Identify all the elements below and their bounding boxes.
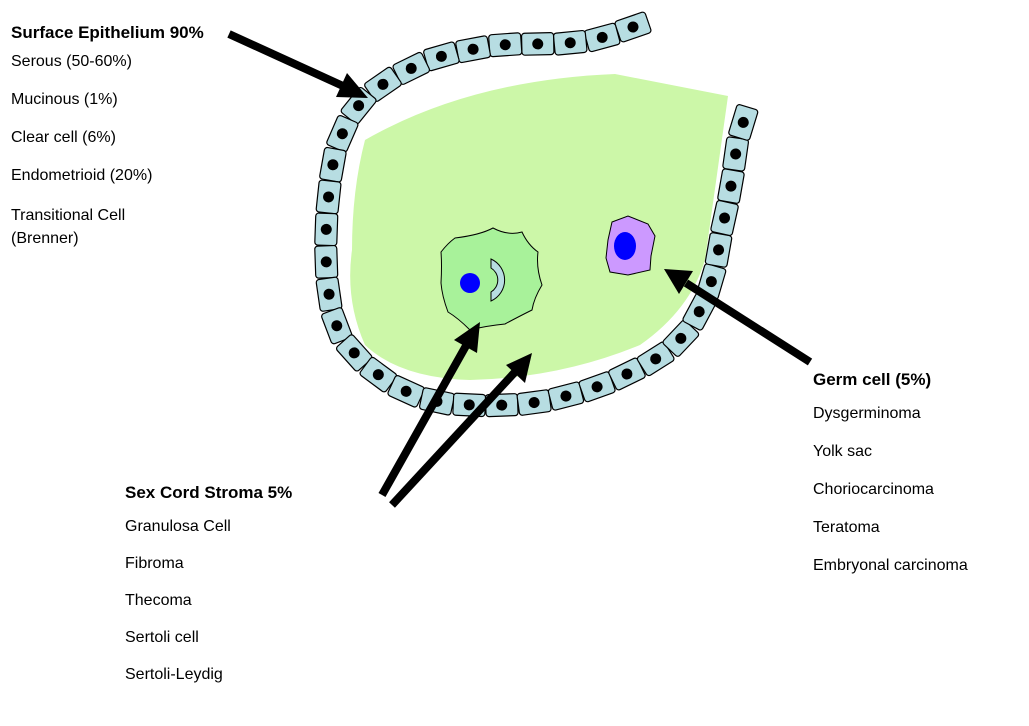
list-item: Dysgerminoma bbox=[813, 404, 1028, 423]
list-item: Transitional Cell (Brenner) bbox=[11, 204, 181, 250]
epithelial-cell bbox=[489, 33, 522, 57]
germ-cell-list: Dysgerminoma Yolk sac Choriocarcinoma Te… bbox=[813, 404, 1028, 575]
list-item: Teratoma bbox=[813, 518, 1028, 537]
list-item: Mucinous (1%) bbox=[11, 90, 221, 109]
epithelial-cell bbox=[316, 180, 341, 214]
list-item: Sertoli-Leydig bbox=[125, 665, 355, 684]
list-item: Granulosa Cell bbox=[125, 517, 355, 536]
epithelial-cell bbox=[315, 213, 338, 246]
list-item: Serous (50-60%) bbox=[11, 52, 221, 71]
list-item: Thecoma bbox=[125, 591, 355, 610]
epithelial-cell bbox=[455, 35, 491, 63]
epithelial-cell bbox=[316, 277, 342, 312]
surface-epithelium-label: Surface Epithelium 90% Serous (50-60%) M… bbox=[11, 20, 221, 269]
epithelial-cell bbox=[584, 23, 621, 53]
list-item: Sertoli cell bbox=[125, 628, 355, 647]
epithelial-cell bbox=[722, 137, 748, 172]
list-item: Fibroma bbox=[125, 554, 355, 573]
list-item: Endometrioid (20%) bbox=[11, 166, 221, 185]
epithelial-cell bbox=[710, 200, 738, 236]
epithelial-cell bbox=[522, 33, 554, 56]
epithelial-cell bbox=[728, 104, 758, 141]
germ-cell-label: Germ cell (5%) Dysgerminoma Yolk sac Cho… bbox=[813, 367, 1028, 594]
epithelial-cell bbox=[717, 168, 744, 203]
germ-cell-nucleus bbox=[614, 232, 636, 260]
sex-cord-stroma-list: Granulosa Cell Fibroma Thecoma Sertoli c… bbox=[125, 517, 355, 684]
epithelial-cell bbox=[553, 30, 587, 55]
sex-cord-stroma-title: Sex Cord Stroma 5% bbox=[125, 480, 340, 505]
list-item: Choriocarcinoma bbox=[813, 480, 1028, 499]
epithelial-cell bbox=[319, 147, 346, 182]
sex-cord-stroma-label: Sex Cord Stroma 5% Granulosa Cell Fibrom… bbox=[125, 480, 355, 702]
epithelial-cell bbox=[705, 232, 732, 267]
epithelial-cell bbox=[517, 390, 552, 416]
epithelial-cell bbox=[614, 11, 651, 42]
epithelial-cell bbox=[548, 381, 584, 410]
arrow-surface-epithelium bbox=[229, 34, 368, 98]
list-item: Clear cell (6%) bbox=[11, 128, 221, 147]
epithelial-cell bbox=[315, 245, 338, 278]
granulosa-cell-nucleus bbox=[460, 273, 480, 293]
list-item: Embryonal carcinoma bbox=[813, 556, 1028, 575]
surface-epithelium-list: Serous (50-60%) Mucinous (1%) Clear cell… bbox=[11, 52, 221, 250]
list-item: Yolk sac bbox=[813, 442, 1028, 461]
surface-epithelium-title: Surface Epithelium 90% bbox=[11, 20, 221, 45]
germ-cell bbox=[606, 216, 655, 275]
germ-cell-title: Germ cell (5%) bbox=[813, 367, 1028, 392]
